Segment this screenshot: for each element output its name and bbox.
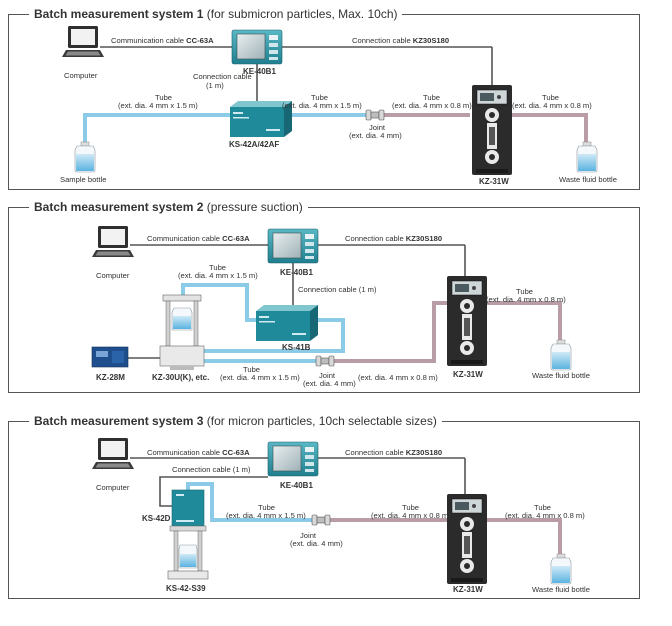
stand-label: KS-42-S39 (166, 584, 206, 593)
ke40b1-label-2: KE-40B1 (280, 268, 313, 277)
tube-waste-1 (512, 113, 588, 150)
conn-cable-label: Connection cable KZ30S180 (352, 36, 449, 45)
conn1m-label-2: Connection cable (1 m) (298, 285, 377, 294)
ke40b1-label-3: KE-40B1 (280, 481, 313, 490)
joint-icon (365, 109, 385, 121)
tube4-label-b: (ext. dia. 4 mm x 0.8 m) (512, 101, 592, 110)
tube3-label-a-2: Tube (243, 365, 260, 374)
sample-bottle-label: Sample bottle (60, 175, 106, 184)
comm-cable-label-3: Communication cable CC-63A (147, 448, 250, 457)
system-2-panel: Batch measurement system 2 (pressure suc… (8, 199, 640, 393)
joint-label-a-3: Joint (300, 531, 317, 540)
sensor-label-2: KS-41B (282, 343, 311, 352)
joint-label-a-2: Joint (319, 371, 336, 380)
ke40b1-icon (231, 29, 283, 65)
system-3-diagram: Computer Communication cable CC-63A Conn… (92, 438, 590, 594)
waste-label: Waste fluid bottle (559, 175, 617, 184)
tube1-label-b: (ext. dia. 4 mm x 1.5 m) (118, 101, 198, 110)
tube2-label-b: (ext. dia. 4 mm x 1.5 m) (282, 101, 362, 110)
tube1-label-a-2: Tube (209, 263, 226, 272)
system-1-panel: Batch measurement system 1 (for submicro… (8, 6, 640, 190)
conn-cable-label-2: Connection cable KZ30S180 (345, 234, 442, 243)
system-1-title: Batch measurement system 1 (for submicro… (29, 6, 403, 22)
system-2-diagram: Computer Communication cable CC-63A KE-4… (91, 226, 590, 388)
joint-label-b-2: (ext. dia. 4 mm) (303, 379, 356, 388)
tube4-label-a: Tube (542, 93, 559, 102)
waste-label-3: Waste fluid bottle (532, 585, 590, 594)
system-3-title: Batch measurement system 3 (for micron p… (29, 413, 442, 429)
tube2-label-a: Tube (311, 93, 328, 102)
computer-label-2: Computer (96, 271, 130, 280)
computer-label-3: Computer (96, 483, 130, 492)
tube1-label-b-3: (ext. dia. 4 mm x 1.5 m) (226, 511, 306, 520)
computer-label: Computer (64, 71, 98, 80)
pump-label: KZ-31W (479, 177, 509, 186)
pump-kz31w-icon (471, 84, 513, 176)
sample-bottle-icon (74, 141, 96, 173)
computer-icon (62, 26, 104, 57)
system-1-diagram: Computer Communication cable CC-63A KE-4… (60, 26, 617, 186)
tube1-label-a-3: Tube (258, 503, 275, 512)
waste-bottle-icon (576, 141, 598, 173)
sensor-label-3: KS-42D (142, 514, 171, 523)
comm-cable-label-2: Communication cable CC-63A (147, 234, 250, 243)
tube1-label-a: Tube (155, 93, 172, 102)
tube2-label-b-3: (ext. dia. 4 mm x 0.8 m) (371, 511, 451, 520)
pump-label-2: KZ-31W (453, 370, 483, 379)
sensor-ks42d-icon (169, 489, 207, 532)
sampler-label: KZ-30U(K), etc. (152, 373, 209, 382)
tube4-label-b-2: (ext. dia. 4 mm x 0.8 m) (358, 373, 438, 382)
tube3-label-a: Tube (423, 93, 440, 102)
tube2-label-b-2: (ext. dia. 4 mm x 0.8 m) (486, 295, 566, 304)
conn-cable-label-3: Connection cable KZ30S180 (345, 448, 442, 457)
comm-cable-label: Communication cable CC-63A (111, 36, 214, 45)
tube2-label-a-3: Tube (402, 503, 419, 512)
tube2-label-a-2: Tube (516, 287, 533, 296)
joint-label-a: Joint (369, 123, 386, 132)
tube3-label-b-3: (ext. dia. 4 mm x 0.8 m) (505, 511, 585, 520)
conn1m-label-b: (1 m) (206, 81, 224, 90)
tube3-label-b: (ext. dia. 4 mm x 0.8 m) (392, 101, 472, 110)
joint-label-b: (ext. dia. 4 mm) (349, 131, 402, 140)
tube1-label-b-2: (ext. dia. 4 mm x 1.5 m) (178, 271, 258, 280)
tube3-label-b-2: (ext. dia. 4 mm x 1.5 m) (220, 373, 300, 382)
tube-inlet-1 (83, 113, 232, 148)
sampler-kz30u-icon (159, 294, 205, 370)
system-3-panel: Batch measurement system 3 (for micron p… (8, 413, 640, 599)
kz28m-icon (91, 346, 129, 368)
ke40b1-label: KE-40B1 (243, 67, 276, 76)
tube3-label-a-3: Tube (534, 503, 551, 512)
system-2-title: Batch measurement system 2 (pressure suc… (29, 199, 308, 215)
stand-ks42s39-icon (167, 530, 209, 580)
kz28m-label: KZ-28M (96, 373, 125, 382)
conn1m-label-3: Connection cable (1 m) (172, 465, 251, 474)
conn1m-label-a: Connection cable (193, 72, 252, 81)
pump-label-3: KZ-31W (453, 585, 483, 594)
sensor-label: KS-42A/42AF (229, 140, 279, 149)
waste-label-2: Waste fluid bottle (532, 371, 590, 380)
joint-label-b-3: (ext. dia. 4 mm) (290, 539, 343, 548)
